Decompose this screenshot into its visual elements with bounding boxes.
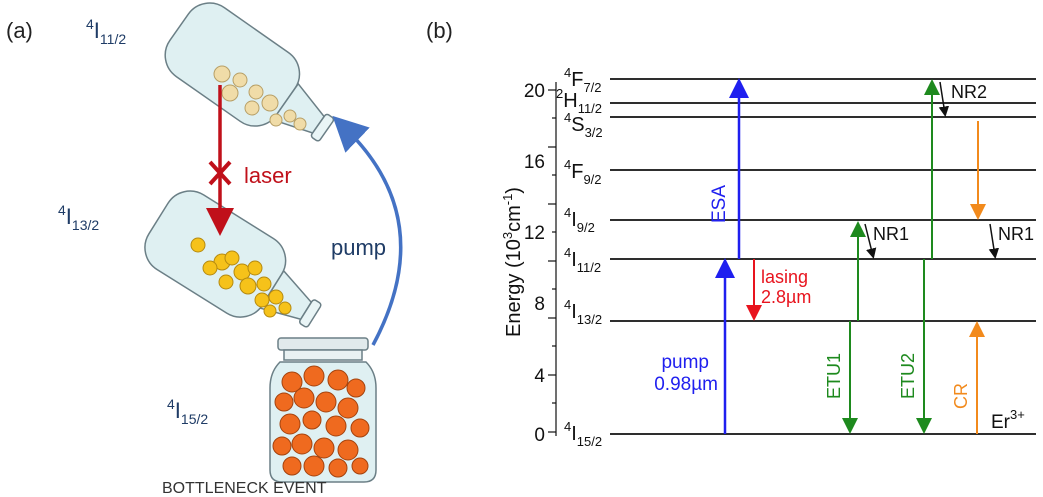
ion-label: Er3+ [991,407,1025,433]
marbles-jar [272,365,370,478]
level-label-s32: 4S3/2 [564,110,603,140]
level-label-i152: 4I15/2 [564,419,602,449]
panel-b-label: (b) [426,18,453,43]
nr1-label-b: NR1 [998,224,1034,244]
level-label-f92: 4F9/2 [564,157,602,187]
esa-label: ESA [709,185,730,223]
tick-label: 16 [524,152,545,173]
level-label-f72: 4F7/2 [564,65,602,95]
marbles-middle [190,237,292,318]
y-axis-label: Energy (103cm-1) [500,187,525,337]
level-label-i112: 4I11/2 [564,245,601,275]
nr2-label: NR2 [951,82,987,102]
caption-bottleneck: BOTTLENECK EVENT [162,480,327,497]
marbles-top [213,65,307,131]
lasing-label-1: lasing [761,267,808,287]
pump-label-2: 0.98µm [654,374,718,395]
cr-label: CR [951,383,971,409]
energy-levels [610,78,1036,435]
level-label-h112: 2H11/2 [556,86,602,116]
y-tick-labels: 20 16 12 8 4 0 [524,81,546,446]
level-label-4i15: 4I15/2 [167,396,208,427]
pump-arc-arrow [332,115,403,346]
tick-label: 8 [534,294,545,315]
bottle-top [164,2,335,142]
etu1-label: ETU1 [824,353,844,399]
pump-label-1: pump [661,352,709,373]
tick-label: 4 [534,366,545,387]
panel-a-label: (a) [6,18,33,43]
tick-label: 20 [524,81,545,102]
laser-label: laser [244,163,292,188]
nr1-arrow-b [988,223,1000,259]
level-label-4i13: 4I13/2 [58,202,99,233]
panel-a: (a) 4I11/2 4I13/2 4I15/2 [6,2,403,497]
pump-label: pump [331,235,386,260]
level-labels: 4F7/2 2H11/2 4S3/2 4F9/2 4I9/2 4I11/2 4I… [556,65,603,449]
level-label-i132: 4I13/2 [564,297,602,327]
y-ticks [548,89,556,433]
lasing-label-2: 2.8µm [761,287,811,307]
level-label-4i11: 4I11/2 [86,16,126,47]
laser-blocked-x-icon [208,160,232,186]
nr2-arrow [938,81,950,117]
tick-label: 0 [534,425,545,446]
level-label-i92: 4I9/2 [564,205,595,235]
nr1-label-a: NR1 [873,224,909,244]
nr1-arrow-a [864,223,877,259]
panel-b: (b) 20 16 12 8 4 0 Energy (103cm-1) [426,18,1036,449]
tick-label: 12 [524,223,545,244]
etu2-label: ETU2 [898,353,918,399]
